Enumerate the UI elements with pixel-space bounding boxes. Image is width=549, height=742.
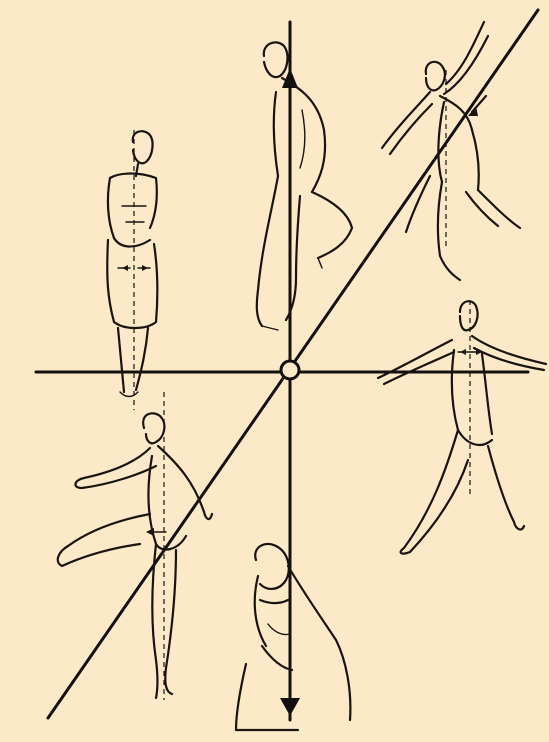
center-circle [281, 361, 299, 379]
